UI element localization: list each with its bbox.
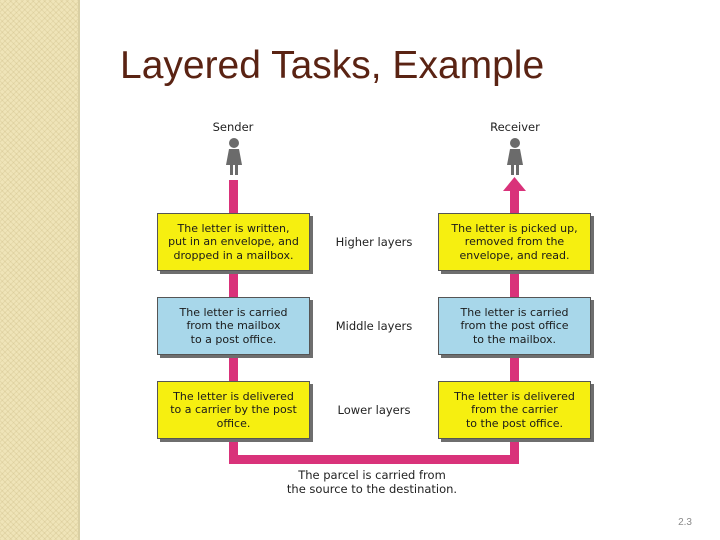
receiver-label: Receiver: [490, 120, 540, 134]
lower-layers-label: Lower layers: [337, 403, 411, 417]
middle-layers-label: Middle layers: [335, 319, 413, 333]
sidebar-divider: [78, 0, 80, 540]
bottom-wire: [229, 455, 519, 464]
slide-title: Layered Tasks, Example: [120, 44, 545, 87]
transport-caption: The parcel is carried from the source to…: [286, 468, 458, 496]
receiver-person-icon: [507, 138, 523, 175]
sender-middle-layer-box: The letter is carried from the mailbox t…: [157, 297, 310, 355]
receiver-lower-layer-box: The letter is delivered from the carrier…: [438, 381, 591, 439]
receiver-middle-layer-box: The letter is carried from the post offi…: [438, 297, 591, 355]
higher-layers-label: Higher layers: [335, 235, 413, 249]
receiver-higher-layer-box: The letter is picked up, removed from th…: [438, 213, 591, 271]
sender-higher-layer-box: The letter is written, put in an envelop…: [157, 213, 310, 271]
sender-lower-layer-box: The letter is delivered to a carrier by …: [157, 381, 310, 439]
decorative-sidebar: [0, 0, 78, 540]
sender-person-icon: [226, 138, 242, 175]
arrow-up-icon: [503, 177, 526, 191]
page-number: 2.3: [678, 517, 692, 528]
sender-label: Sender: [212, 120, 254, 134]
